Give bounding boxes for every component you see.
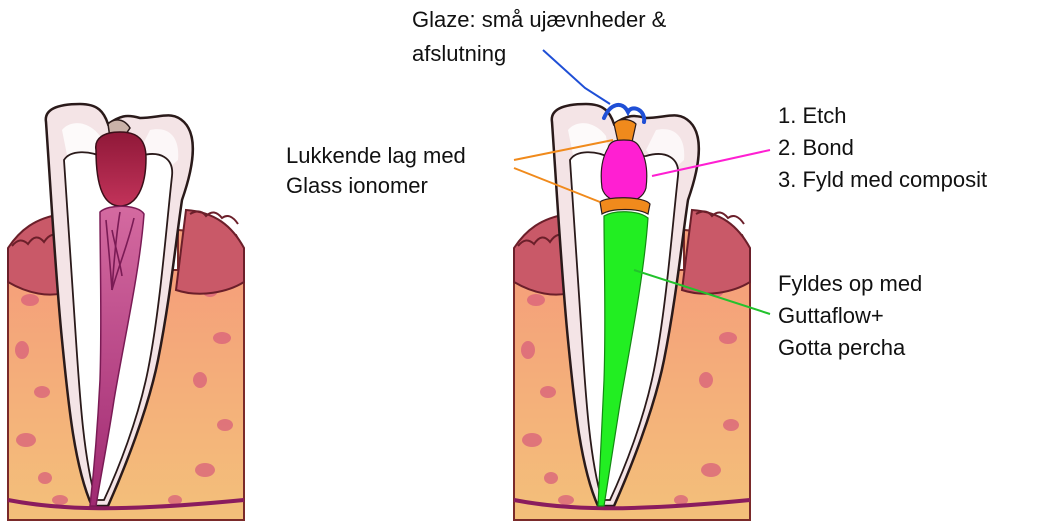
tooth-before-illustration [8, 104, 244, 520]
fill-label-line1: Fyldes op med [778, 268, 922, 300]
glaze-label-line1: Glaze: små ujævnheder & [412, 4, 666, 36]
fill-label-line3: Gotta percha [778, 332, 905, 364]
step-etch-label: 1. Etch [778, 100, 846, 132]
tooth-after-illustration [514, 104, 750, 520]
glaze-label-line2: afslutning [412, 38, 506, 70]
step-bond-label: 2. Bond [778, 132, 854, 164]
seal-label-line1: Lukkende lag med [286, 140, 466, 172]
fill-label-line2: Guttaflow+ [778, 300, 884, 332]
seal-label-line2: Glass ionomer [286, 170, 428, 202]
step-composite-label: 3. Fyld med composit [778, 164, 987, 196]
glaze-leader [543, 50, 610, 104]
